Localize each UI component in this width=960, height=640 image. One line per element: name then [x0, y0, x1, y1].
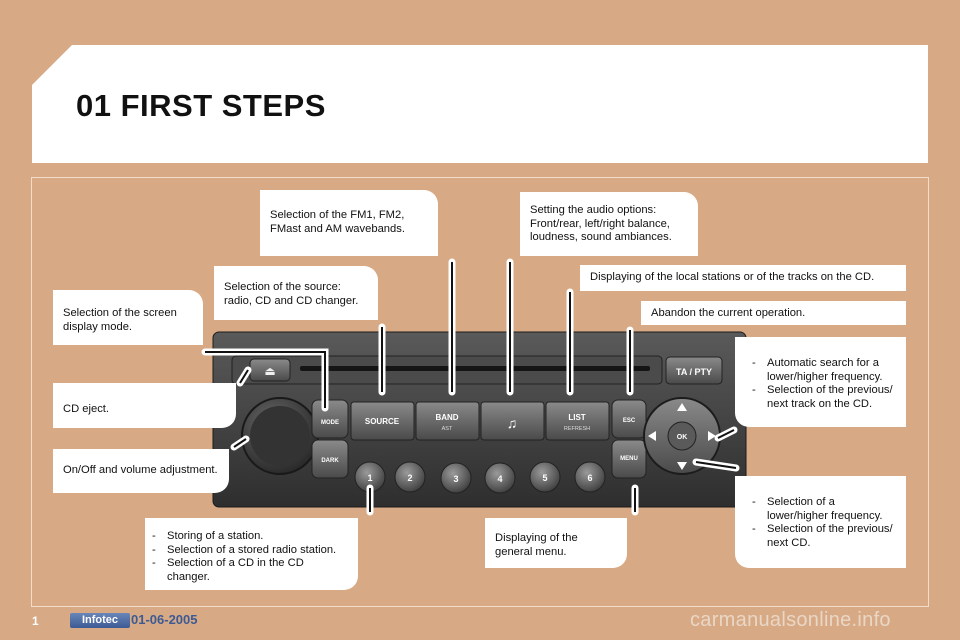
watermark: carmanualsonline.info	[690, 609, 891, 631]
volume-knob-inner	[250, 406, 310, 466]
source-label: SOURCE	[365, 417, 400, 426]
presets-item-2: Selection of a stored radio station.	[145, 544, 348, 558]
callout-source: Selection of the source: radio, CD and C…	[214, 266, 378, 320]
list-button	[545, 401, 610, 441]
arrows-lr-item-1: Automatic search for a lower/higher freq…	[745, 357, 896, 384]
band-button	[415, 401, 480, 441]
band-sub-label: AST	[442, 426, 453, 432]
footer-date: 01-06-2005	[131, 612, 198, 627]
page-title: 01 FIRST STEPS	[76, 88, 326, 123]
preset-6	[574, 461, 606, 493]
callout-arrows-ud: Selection of a lower/higher frequency. S…	[735, 476, 906, 568]
preset-5	[529, 461, 561, 493]
callout-menu: Displaying of the general menu.	[485, 518, 627, 568]
infotec-logo: Infotec	[70, 613, 130, 628]
callout-onoff: On/Off and volume adjustment.	[53, 449, 229, 493]
page-number: 1	[32, 614, 39, 628]
preset-buttons	[354, 461, 606, 494]
ta-pty-button	[665, 356, 723, 385]
menu-button	[611, 439, 647, 479]
mode-label: MODE	[321, 420, 339, 426]
nav-right-icon	[708, 431, 716, 441]
preset-2-label: 2	[407, 473, 412, 483]
callout-mode-text: Selection of the screen display mode.	[63, 307, 177, 333]
ok-label: OK	[677, 434, 688, 441]
preset-6-label: 6	[587, 473, 592, 483]
presets-item-3: Selection of a CD in the CD changer.	[145, 557, 348, 584]
callout-menu-text: Displaying of the general menu.	[495, 532, 578, 558]
dark-label: DARK	[321, 458, 339, 464]
preset-1-label: 1	[367, 473, 372, 483]
callout-band: Selection of the FM1, FM2, FMast and AM …	[260, 190, 438, 256]
content-frame	[31, 177, 929, 607]
preset-5-label: 5	[542, 473, 547, 483]
callout-list-text: Displaying of the local stations or of t…	[590, 271, 875, 283]
band-label: BAND	[435, 413, 458, 422]
preset-3-label: 3	[453, 474, 458, 484]
callout-band-text: Selection of the FM1, FM2, FMast and AM …	[270, 209, 405, 235]
arrows-ud-item-2: Selection of the previous/ next CD.	[745, 523, 896, 550]
nav-left-icon	[648, 431, 656, 441]
preset-4-label: 4	[497, 474, 502, 484]
esc-button	[611, 399, 647, 439]
presets-item-1: Storing of a station.	[145, 530, 348, 544]
nav-up-icon	[677, 403, 687, 411]
callout-eject-text: CD eject.	[63, 403, 110, 415]
callout-presets: Storing of a station. Selection of a sto…	[145, 518, 358, 590]
esc-label: ESC	[623, 418, 636, 424]
arrows-ud-item-1: Selection of a lower/higher frequency.	[745, 496, 896, 523]
preset-2	[394, 461, 426, 493]
callout-onoff-text: On/Off and volume adjustment.	[63, 464, 218, 476]
callout-esc-text: Abandon the current operation.	[651, 307, 806, 319]
callout-audio-text: Setting the audio options: Front/rear, l…	[530, 204, 672, 243]
ta-pty-label: TA / PTY	[676, 367, 712, 377]
dark-button	[311, 439, 349, 479]
arrows-lr-item-2: Selection of the previous/ next track on…	[745, 384, 896, 411]
callout-arrows-lr: Automatic search for a lower/higher freq…	[735, 337, 906, 427]
callout-audio: Setting the audio options: Front/rear, l…	[520, 192, 698, 256]
preset-4	[484, 462, 516, 494]
list-sub-label: REFRESH	[564, 426, 590, 432]
menu-label: MENU	[620, 456, 638, 462]
callout-source-text: Selection of the source: radio, CD and C…	[224, 281, 359, 307]
cd-slot	[300, 366, 650, 371]
callout-list: Displaying of the local stations or of t…	[580, 265, 906, 291]
callout-mode: Selection of the screen display mode.	[53, 290, 203, 345]
eject-symbol: ⏏	[264, 364, 275, 378]
source-button	[350, 401, 415, 441]
pointer-outlines	[205, 262, 737, 512]
preset-3	[440, 462, 472, 494]
callout-esc: Abandon the current operation.	[641, 301, 906, 325]
mode-button	[311, 399, 349, 439]
music-note-icon: ♫	[507, 415, 518, 431]
nav-down-icon	[677, 462, 687, 470]
header-panel	[32, 45, 928, 163]
audio-button	[480, 401, 545, 441]
callout-eject: CD eject.	[53, 383, 236, 428]
ok-button	[667, 421, 697, 451]
list-label: LIST	[568, 413, 585, 422]
